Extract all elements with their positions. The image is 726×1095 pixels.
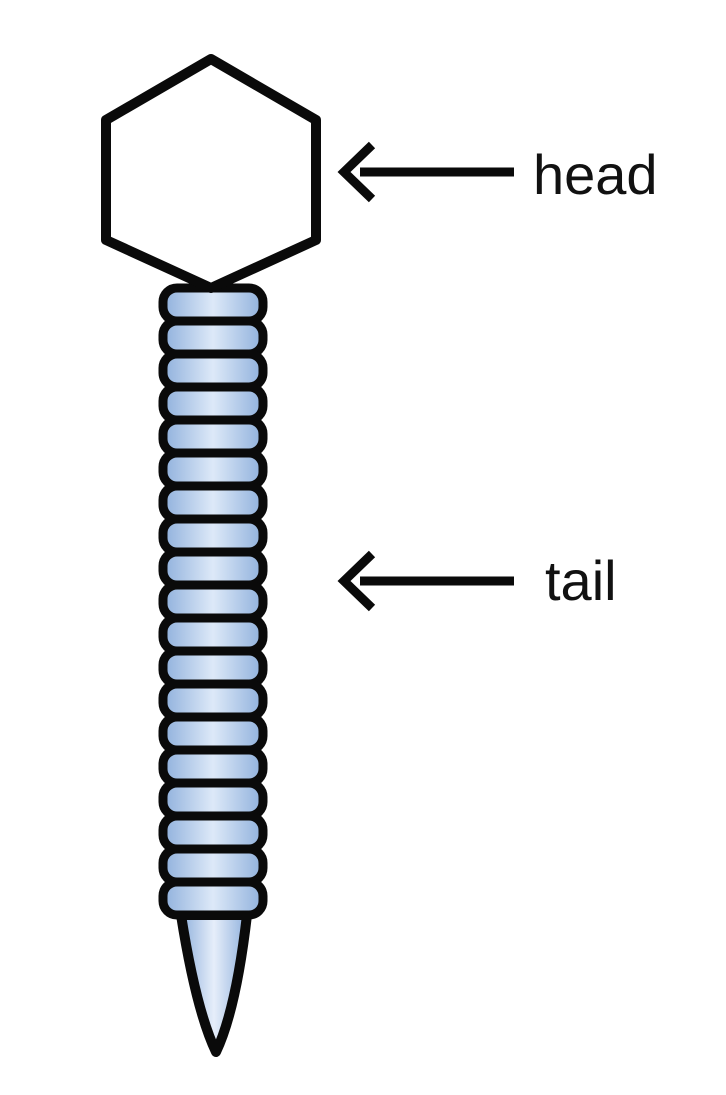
tail-segment: [158, 547, 268, 590]
tail-segment: [158, 415, 268, 458]
tail-segment: [158, 349, 268, 392]
tail-segment: [158, 481, 268, 524]
tail-segment: [158, 811, 268, 854]
tail-segment: [158, 778, 268, 821]
tail-segment: [158, 679, 268, 722]
tail-segment: [158, 514, 268, 557]
tail-segment: [158, 448, 268, 491]
tail-segments: [158, 283, 268, 920]
tail-segment: [158, 613, 268, 656]
tail-arrow-icon: [337, 550, 514, 612]
tail-segment: [158, 877, 268, 920]
tail-segment: [158, 745, 268, 788]
head-label: head: [533, 143, 658, 206]
tail-segment: [158, 382, 268, 425]
tail-segment: [158, 316, 268, 359]
tail-segment: [158, 646, 268, 689]
tail-segment: [158, 844, 268, 887]
tail-segment: [158, 712, 268, 755]
tail-tip-icon: [176, 910, 252, 1057]
tail-segment: [158, 580, 268, 623]
head-hexagon-icon: [101, 54, 321, 293]
tail-segment: [158, 283, 268, 326]
head-arrow-icon: [337, 141, 514, 203]
tail-label: tail: [545, 549, 617, 612]
